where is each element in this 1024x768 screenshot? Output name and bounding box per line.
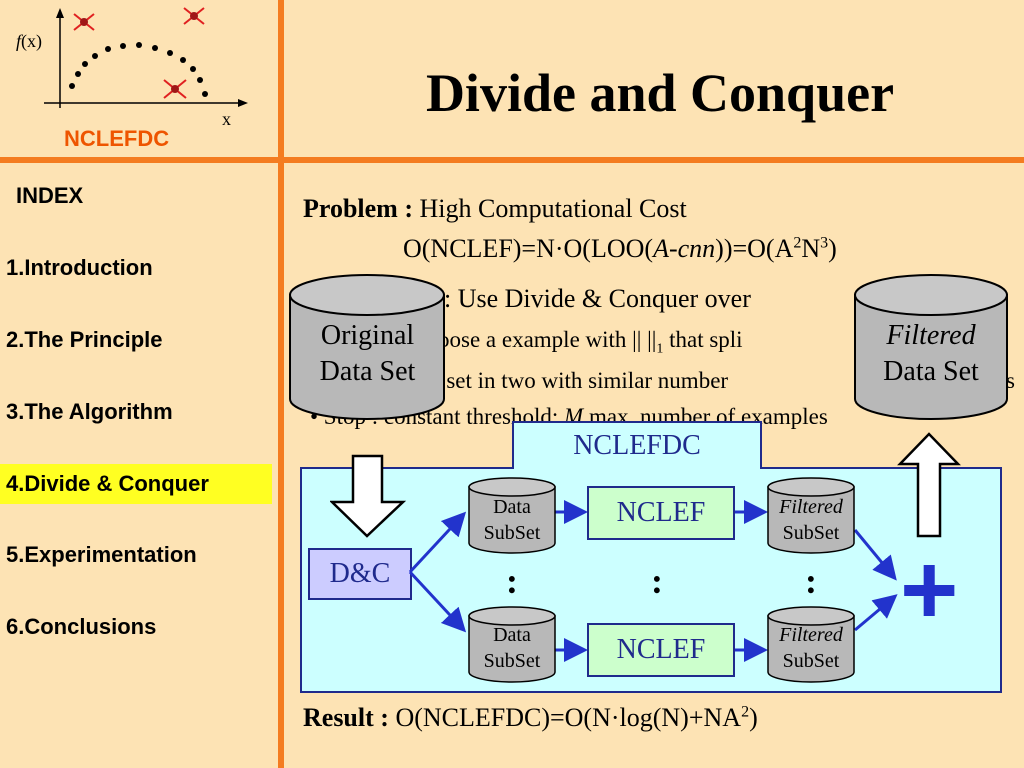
logo-ylabel: f(x) [16,31,43,51]
problem-line: Problem : High Computational Cost [303,194,687,223]
nclefdc-panel-title: NCLEFDC [512,421,762,469]
sidebar-item-conclusions[interactable]: 6.Conclusions [6,614,157,639]
sidebar-item-algorithm[interactable]: 3.The Algorithm [6,399,173,424]
filtered-subset-cylinder-bottom [767,606,855,683]
logo-y-arrow [56,8,64,18]
dc-box: D&C [308,548,412,600]
vertical-divider [278,0,284,768]
logo-graph [44,7,248,108]
problem-formula: O(NCLEF)=N·O(LOO(A-cnn))=O(A2N3) [403,234,837,263]
sidebar-item-experimentation[interactable]: 5.Experimentation [6,542,197,567]
sidebar-heading: INDEX [16,183,84,208]
logo-xlabel: x [222,109,231,129]
horizontal-divider [0,157,1024,163]
filtered-subset-cylinder-top [767,477,855,554]
ellipsis-nclef: : [651,561,663,601]
nclef-box-top: NCLEF [587,486,735,540]
data-subset-cylinder-top [468,477,556,554]
sidebar-item-divide-conquer[interactable]: 4.Divide & Conquer [0,464,272,504]
logo-dots [69,42,208,97]
page-title: Divide and Conquer [425,63,895,123]
merge-plus-icon: + [900,534,959,646]
solution-line-1: : Use Divide & Conquer over [444,284,751,313]
filtered-dataset-cylinder [854,274,1008,420]
solution-line-3: ta set in two with similar number [424,368,729,393]
sidebar-item-introduction[interactable]: 1.Introduction [6,255,153,280]
solution-line-2: oose a example with || ||1 that spli [438,327,743,357]
data-subset-cylinder-bottom [468,606,556,683]
down-arrow [330,454,407,538]
nclef-box-bottom: NCLEF [587,623,735,677]
logo-x-arrow [238,99,248,107]
brand-name: NCLEFDC [64,126,170,151]
result-line: Result : O(NCLEFDC)=O(N·log(N)+NA2) [303,703,758,732]
solution-line-3-end: s [1006,368,1015,393]
sidebar-item-principle[interactable]: 2.The Principle [6,327,163,352]
original-dataset-cylinder [289,274,445,420]
up-arrow [897,432,961,538]
ellipsis-data: : [506,561,518,601]
ellipsis-filtered: : [805,561,817,601]
